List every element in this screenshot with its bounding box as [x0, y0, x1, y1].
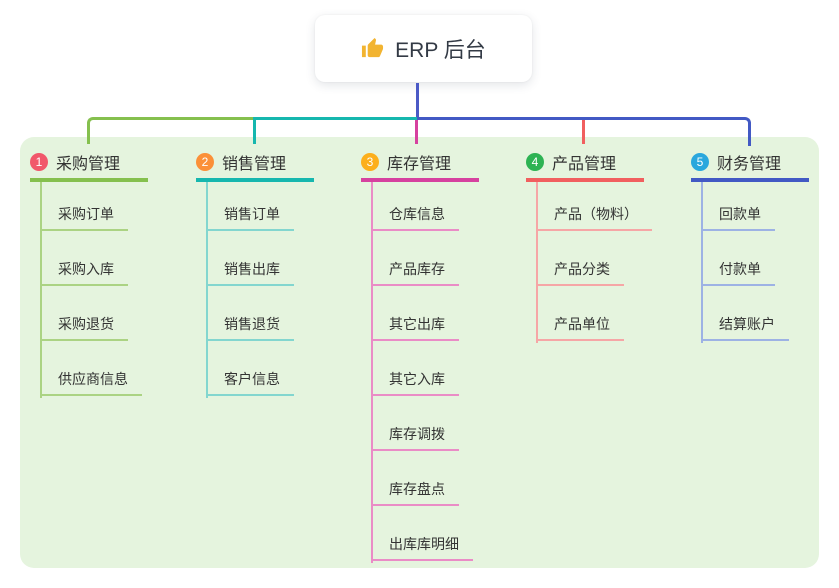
child-node[interactable]: 产品单位 [536, 316, 624, 341]
branch-title[interactable]: 5 财务管理 [691, 150, 809, 182]
branch-title[interactable]: 2 销售管理 [196, 150, 314, 182]
child-node[interactable]: 产品库存 [371, 261, 459, 286]
branch-title-label: 财务管理 [717, 156, 782, 173]
branch-number-badge: 4 [526, 153, 544, 171]
child-node[interactable]: 销售退货 [206, 316, 294, 341]
child-node[interactable]: 其它出库 [371, 316, 459, 341]
child-node[interactable]: 出库库明细 [371, 536, 473, 561]
child-node[interactable]: 其它入库 [371, 371, 459, 396]
thumbs-up-icon [361, 37, 384, 60]
mindmap-panel [20, 137, 819, 568]
branch-children: 仓库信息产品库存其它出库其它入库库存调拨库存盘点出库库明细 [371, 206, 479, 561]
branch: 3 库存管理 仓库信息产品库存其它出库其它入库库存调拨库存盘点出库库明细 [361, 150, 479, 563]
child-node[interactable]: 采购订单 [40, 206, 128, 231]
branch-connector-line [87, 117, 253, 144]
branch-spine-line [206, 182, 208, 398]
branch-title-label: 库存管理 [387, 156, 452, 173]
branch-title-label: 采购管理 [56, 156, 121, 173]
child-node[interactable]: 付款单 [701, 261, 775, 286]
branch-number-badge: 5 [691, 153, 709, 171]
branch-title[interactable]: 3 库存管理 [361, 150, 479, 182]
branch-spine-line [701, 182, 703, 343]
branch-number-badge: 2 [196, 153, 214, 171]
branch-spine-line [536, 182, 538, 343]
root-node[interactable]: ERP 后台 [315, 15, 532, 82]
child-node[interactable]: 回款单 [701, 206, 775, 231]
child-node[interactable]: 销售出库 [206, 261, 294, 286]
branch-connector-line [253, 117, 420, 144]
branch: 4 产品管理 产品（物料） 产品分类产品单位 [526, 150, 652, 343]
branch-children: 销售订单销售出库销售退货客户信息 [206, 206, 314, 396]
branch-number-badge: 1 [30, 153, 48, 171]
child-node[interactable]: 销售订单 [206, 206, 294, 231]
branch-children: 采购订单采购入库采购退货供应商信息 [40, 206, 148, 396]
child-node[interactable]: 仓库信息 [371, 206, 459, 231]
branch: 2 销售管理 销售订单销售出库销售退货客户信息 [196, 150, 314, 398]
branch-title-label: 产品管理 [552, 156, 617, 173]
branch-number-badge: 3 [361, 153, 379, 171]
root-stem-connector [416, 83, 419, 117]
branch-title[interactable]: 4 产品管理 [526, 150, 644, 182]
child-node[interactable]: 供应商信息 [40, 371, 142, 396]
branch: 5 财务管理 回款单付款单结算账户 [691, 150, 809, 343]
child-node[interactable]: 库存盘点 [371, 481, 459, 506]
branch: 1 采购管理 采购订单采购入库采购退货供应商信息 [30, 150, 148, 398]
child-node[interactable]: 产品（物料） [536, 206, 652, 231]
child-node[interactable]: 客户信息 [206, 371, 294, 396]
branch-connector-line [415, 120, 418, 144]
branch-connector-line [582, 120, 585, 144]
child-node[interactable]: 采购退货 [40, 316, 128, 341]
child-node[interactable]: 采购入库 [40, 261, 128, 286]
child-node[interactable]: 结算账户 [701, 316, 789, 341]
child-node[interactable]: 产品分类 [536, 261, 624, 286]
branch-spine-line [40, 182, 42, 398]
branch-children: 回款单付款单结算账户 [701, 206, 809, 341]
branch-connector-line [417, 117, 751, 146]
branch-title[interactable]: 1 采购管理 [30, 150, 148, 182]
root-title: ERP 后台 [395, 38, 486, 62]
branch-children: 产品（物料） 产品分类产品单位 [536, 206, 652, 341]
child-node[interactable]: 库存调拨 [371, 426, 459, 451]
branch-title-label: 销售管理 [222, 156, 287, 173]
branch-spine-line [371, 182, 373, 563]
thumbs-up-path [362, 37, 384, 58]
